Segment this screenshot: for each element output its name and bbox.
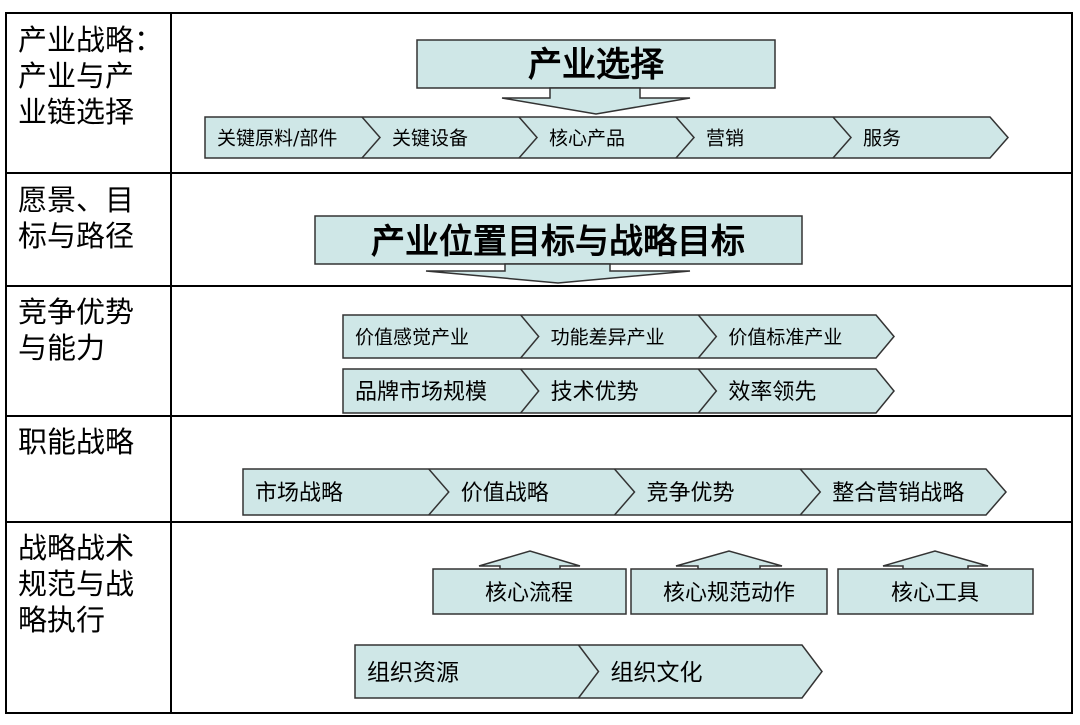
chevron-step-label: 价值感觉产业 xyxy=(355,326,469,348)
up-arrow-icon xyxy=(478,550,581,570)
row5-chevron-chain: 组织资源 组织文化 xyxy=(354,644,823,699)
chevron-step-label: 组织资源 xyxy=(367,660,459,686)
box-core-process: 核心流程 xyxy=(485,581,573,606)
row5-boxes: 核心流程 核心规范动作 核心工具 xyxy=(432,550,1034,615)
chevron-separator-icon xyxy=(428,468,450,516)
chevron-separator-icon xyxy=(799,468,822,516)
row4-chevron-chain: 市场战略 价值战略 竞争优势 整合营销战略 xyxy=(242,468,1007,516)
chevron-step-label: 竞争优势 xyxy=(647,481,735,506)
table-grid xyxy=(5,12,1073,714)
row-label-industry-strategy: 产业战略： 产业与产 业链选择 xyxy=(18,23,164,129)
row3-chevron-chain-a: 价值感觉产业 功能差异产业 价值标准产业 xyxy=(342,314,895,359)
chevron-step-label: 品牌市场规模 xyxy=(355,380,487,405)
row1-chevron-chain: 关键原料/部件 关键设备 核心产品 营销 服务 xyxy=(204,116,1009,159)
chevron-step-label: 市场战略 xyxy=(255,481,343,506)
up-arrow-icon xyxy=(882,550,989,570)
chevron-band xyxy=(242,468,1007,516)
chevron-band xyxy=(204,116,1009,159)
down-arrow-icon xyxy=(501,87,691,115)
chevron-band xyxy=(342,368,895,414)
chevron-step-label: 价值战略 xyxy=(461,481,549,506)
chevron-separator-icon xyxy=(613,468,636,516)
chevron-separator-icon xyxy=(697,368,718,414)
row-label-functional-strategy: 职能战略 xyxy=(18,425,135,459)
up-arrow-icon xyxy=(675,550,783,570)
chevron-step-label: 核心产品 xyxy=(549,127,625,149)
chevron-separator-icon xyxy=(832,116,852,159)
box-core-norms: 核心规范动作 xyxy=(663,581,795,606)
chevron-step-label: 营销 xyxy=(706,127,744,149)
chevron-band xyxy=(342,314,895,359)
chevron-separator-icon xyxy=(520,314,540,359)
chevron-step-label: 整合营销战略 xyxy=(832,481,964,506)
chevron-step-label: 服务 xyxy=(863,127,901,149)
chevron-step-label: 效率领先 xyxy=(728,380,816,405)
chevron-step-label: 关键原料/部件 xyxy=(217,127,337,149)
row-label-competitive-advantage: 竞争优势 与能力 xyxy=(18,295,135,365)
row1-header: 产业选择 xyxy=(416,39,776,115)
chevron-separator-icon xyxy=(361,116,381,159)
row2-header: 产业位置目标与战略目标 xyxy=(314,215,803,284)
chevron-separator-icon xyxy=(697,314,718,359)
down-arrow-icon xyxy=(425,263,691,284)
row-label-execution: 战略战术 规范与战 略执行 xyxy=(18,531,135,637)
chevron-step-label: 组织文化 xyxy=(611,660,703,686)
chevron-step-label: 价值标准产业 xyxy=(728,326,842,348)
chevron-band xyxy=(354,644,823,699)
chevron-step-label: 技术优势 xyxy=(551,380,639,405)
row1-header-text: 产业选择 xyxy=(528,45,665,85)
chevron-separator-icon xyxy=(520,368,540,414)
chevron-step-label: 功能差异产业 xyxy=(551,326,665,348)
row3-chevron-chain-b: 品牌市场规模 技术优势 效率领先 xyxy=(342,368,895,414)
chevron-step-label: 关键设备 xyxy=(392,127,468,149)
chevron-separator-icon xyxy=(518,116,538,159)
box-core-tools: 核心工具 xyxy=(891,581,979,606)
chevron-separator-icon xyxy=(577,644,600,699)
chevron-separator-icon xyxy=(675,116,695,159)
row2-header-text: 产业位置目标与战略目标 xyxy=(371,222,745,262)
row-label-vision-goals: 愿景、目 标与路径 xyxy=(18,183,135,253)
